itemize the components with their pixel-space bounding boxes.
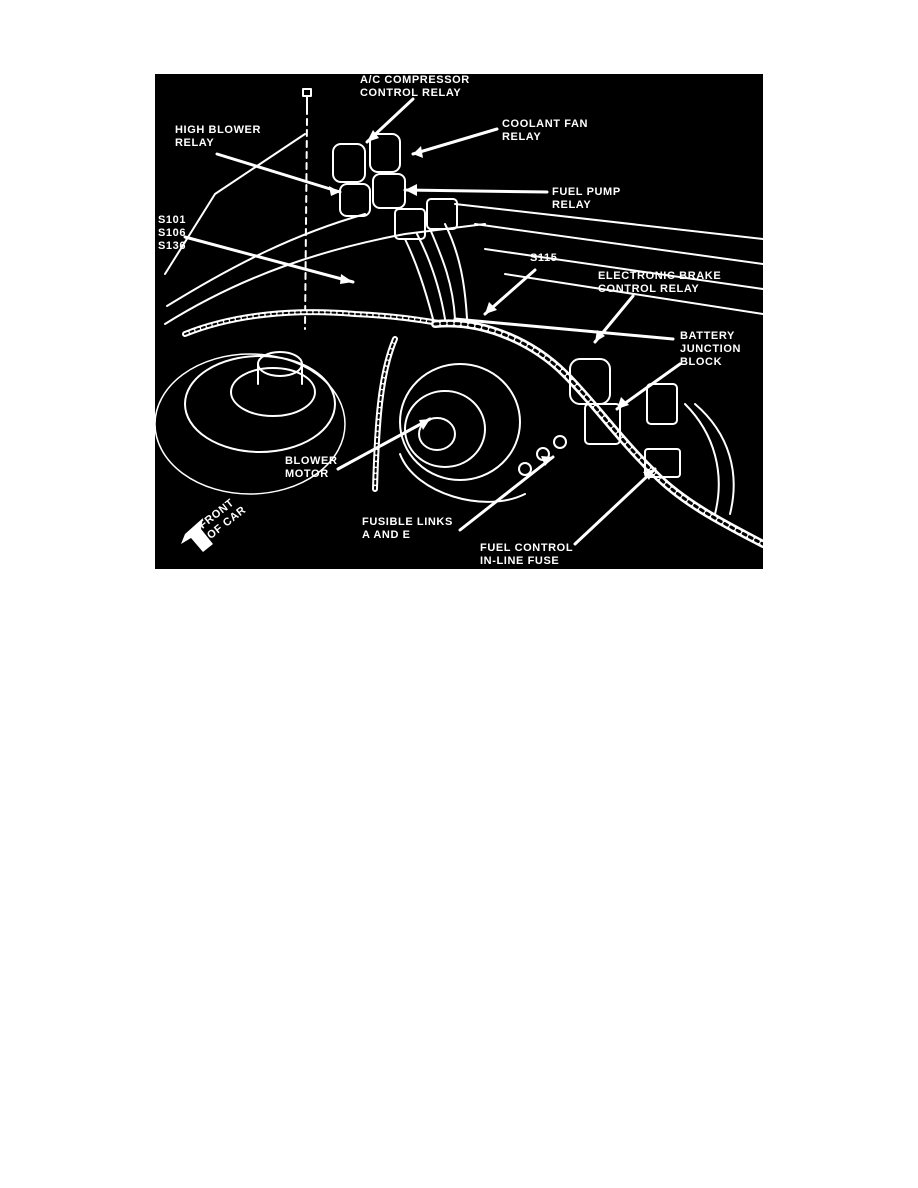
relay-body [332, 143, 366, 183]
label-electronic-brake-control-relay: ELECTRONIC BRAKE CONTROL RELAY [598, 270, 721, 296]
diagram-artwork [155, 88, 763, 552]
label-line: A/C COMPRESSOR [360, 74, 470, 86]
label-fuel-control-fuse: FUEL CONTROL IN-LINE FUSE [480, 542, 573, 568]
engine-compartment-diagram: A/C COMPRESSOR CONTROL RELAY COOLANT FAN… [155, 74, 763, 569]
junction-connector [646, 383, 678, 425]
label-line: CONTROL RELAY [598, 283, 700, 295]
label-line: COOLANT FAN [502, 118, 589, 130]
fender-line [166, 213, 366, 307]
fender-line [164, 223, 486, 325]
body-line [504, 273, 763, 315]
wiring-harness [374, 338, 396, 490]
blower-motor-face [404, 390, 486, 468]
relay-body [369, 133, 401, 173]
label-line: IN-LINE FUSE [480, 555, 560, 567]
label-fuel-pump-relay: FUEL PUMP RELAY [552, 186, 621, 212]
body-line [484, 248, 763, 290]
arrow-head [595, 330, 605, 342]
label-line: S101 [158, 214, 187, 226]
label-line: JUNCTION [680, 343, 742, 355]
fusible-link [553, 435, 567, 449]
label-battery-junction-block: BATTERY JUNCTION BLOCK [680, 330, 741, 369]
relay-connector [394, 208, 426, 240]
fusible-link [518, 462, 532, 476]
arrow-head [405, 184, 417, 196]
label-line: CONTROL RELAY [360, 87, 462, 99]
leader-line [615, 362, 682, 411]
label-line: BATTERY [680, 330, 735, 342]
mounting-line [304, 118, 308, 330]
label-line: FUSIBLE LINKS [362, 516, 453, 528]
body-line [474, 223, 763, 265]
label-line: S115 [530, 252, 558, 264]
leader-line [458, 455, 555, 532]
body-line [454, 203, 763, 240]
label-line: ELECTRONIC BRAKE [598, 270, 722, 282]
label-line: MOTOR [285, 468, 329, 480]
wire-bundle [404, 238, 434, 320]
shock-tower-cap [257, 351, 303, 377]
inline-fuse [644, 448, 681, 478]
label-line: HIGH BLOWER [175, 124, 262, 136]
junction-block [584, 403, 621, 445]
wire-bundle [684, 403, 720, 515]
wire-bundle [429, 228, 456, 320]
relay-connector [426, 198, 458, 230]
label-line: FUEL PUMP [552, 186, 621, 198]
arrow-head [643, 469, 655, 480]
wiring-harness [182, 309, 448, 337]
shock-tower-inner [230, 367, 316, 417]
wire-bundle [694, 403, 735, 515]
label-s115: S115 [530, 252, 557, 265]
blower-case [399, 453, 526, 503]
arrow-head [617, 397, 629, 409]
wiring-harness [184, 311, 446, 335]
leader-line [403, 188, 549, 194]
label-line: FUEL CONTROL [480, 542, 574, 554]
arrow-head [329, 186, 340, 196]
blower-motor-housing [399, 363, 521, 481]
arrow-head [367, 130, 379, 142]
leader-line [215, 152, 342, 194]
label-line: A AND E [362, 529, 411, 541]
label-high-blower-relay: HIGH BLOWER RELAY [175, 124, 261, 150]
label-line: RELAY [502, 131, 542, 143]
arrow-head [419, 419, 430, 430]
arrow-head [340, 274, 353, 284]
relay-body [372, 173, 406, 209]
label-fusible-links: FUSIBLE LINKS A AND E [362, 516, 453, 542]
label-line: BLOWER [285, 455, 338, 467]
hood-edge [164, 133, 306, 275]
tower-base [155, 353, 346, 495]
label-line: RELAY [552, 199, 592, 211]
label-line: S106 [158, 227, 187, 239]
arrow-head [541, 456, 553, 466]
leader-line [411, 127, 499, 156]
shock-tower-wall [257, 363, 303, 385]
arrow-head [485, 302, 497, 314]
arrow-head [413, 146, 423, 158]
shock-tower [184, 355, 336, 453]
leader-line [573, 467, 657, 546]
leader-line [183, 235, 355, 284]
front-arrow-icon [181, 518, 213, 552]
label-ac-compressor-relay: A/C COMPRESSOR CONTROL RELAY [360, 74, 470, 100]
label-line: RELAY [175, 137, 215, 149]
wire-bundle [444, 223, 468, 320]
wire-bundle [416, 233, 446, 320]
bolt [302, 88, 312, 115]
relay-body [339, 183, 371, 217]
label-blower-motor: BLOWER MOTOR [285, 455, 337, 481]
label-coolant-fan-relay: COOLANT FAN RELAY [502, 118, 588, 144]
label-line: BLOCK [680, 356, 723, 368]
wiring-harness [433, 321, 763, 546]
blower-motor-hub [418, 417, 456, 451]
label-line: S136 [158, 240, 187, 252]
wiring-harness [372, 336, 398, 492]
label-splices: S101 S106 S136 [158, 214, 186, 253]
leader-line [453, 317, 675, 341]
leader-line [336, 417, 432, 471]
